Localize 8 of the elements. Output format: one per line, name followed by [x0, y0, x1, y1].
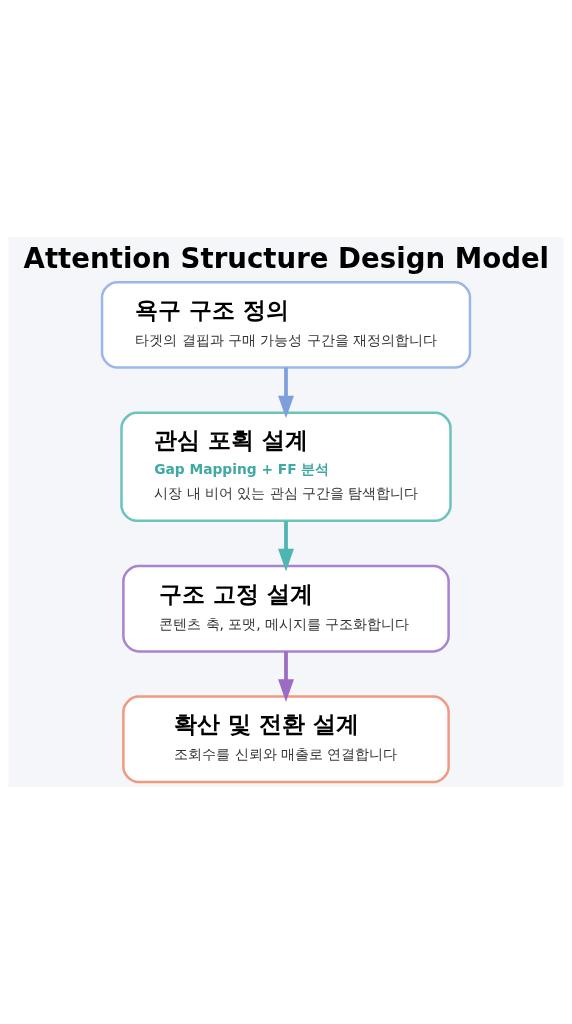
- node-box: 확산 및 전환 설계 조회수를 신뢰와 매출로 연결합니다: [122, 695, 450, 784]
- arrow: [278, 521, 294, 572]
- node-box: 관심 포획 설계 Gap Mapping + FF 분석 시장 내 비어 있는 관심 구간을 탐색합니다: [120, 411, 452, 523]
- arrow: [278, 367, 294, 419]
- diagram-title: Attention Structure Design Model: [23, 241, 550, 275]
- node-box: 욕구 구조 정의 타겟의 결핍과 구매 가능성 구간을 재정의합니다: [100, 280, 472, 369]
- arrow: [278, 651, 294, 702]
- node-box: 구조 고정 설계 콘텐츠 축, 포맷, 메시지를 구조화합니다: [122, 564, 450, 653]
